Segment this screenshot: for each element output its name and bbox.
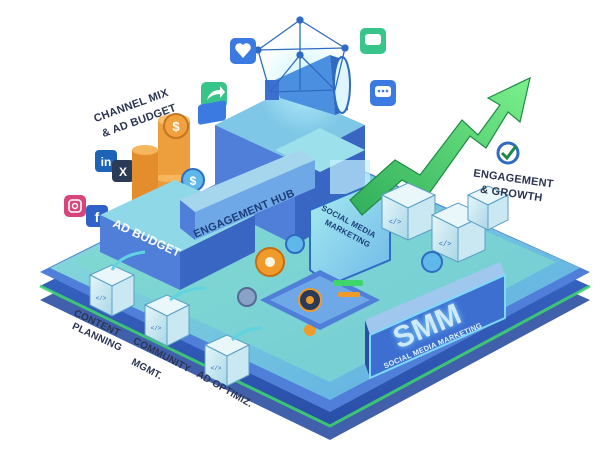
svg-text:</>: </> [211,365,222,372]
community-mgmt-cube: </> [143,294,191,347]
svg-text:in: in [101,155,112,169]
svg-text:$: $ [172,119,180,134]
svg-text:</>: </> [439,241,452,249]
check-icon [496,141,520,165]
engagement-hub-ribbon [180,150,315,240]
linkedin-icon: in [95,150,117,172]
chat-bubble-icon [360,28,386,54]
svg-text:f: f [95,209,100,225]
svg-text:</>: </> [389,219,402,227]
message-icon [370,80,396,106]
heart-icon [230,38,256,64]
twitter-icon: X [112,160,134,182]
megaphone-icon [255,35,355,135]
content-planning-cube: </> [88,264,136,317]
instagram-icon [64,195,86,217]
flow-arrows [110,250,263,342]
svg-text:</>: </> [96,295,107,302]
svg-text:X: X [119,165,127,179]
ad-optimiz-cube: </> [203,334,251,387]
smm-sign [365,262,506,380]
svg-text:</>: </> [151,325,162,332]
svg-text:$: $ [190,174,197,188]
network-globe-icon [254,16,349,93]
control-board [260,270,380,330]
gear-icon [237,234,443,336]
code-cube-icon: </> </> [380,182,510,263]
